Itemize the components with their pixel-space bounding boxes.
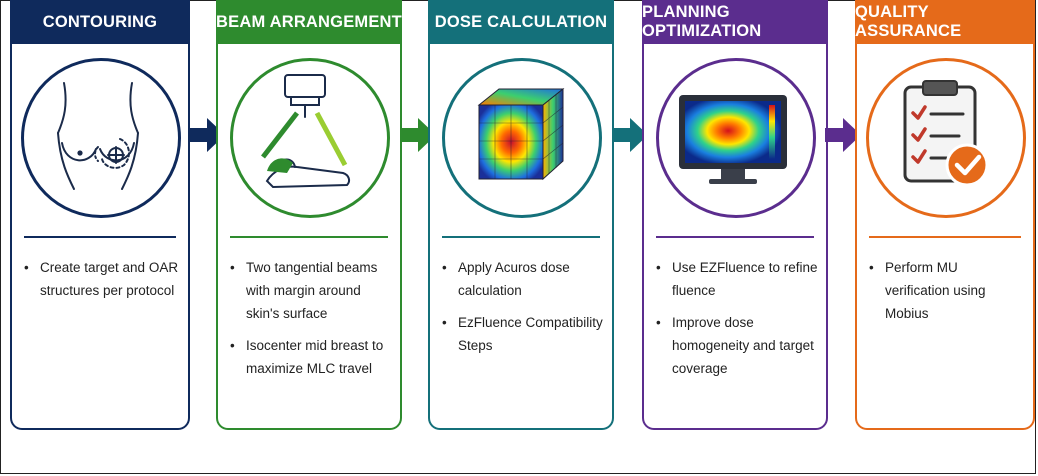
fluence-monitor-icon: [656, 58, 816, 218]
tangential-beams-icon: [230, 58, 390, 218]
step-card-planning-optimization: PLANNING OPTIMIZATION: [642, 0, 828, 430]
bullet-item: Use EZFluence to refine fluence: [654, 256, 818, 302]
step-divider: [656, 236, 814, 238]
dose-cube-icon: [442, 58, 602, 218]
step-title-quality-assurance: QUALITY ASSURANCE: [855, 0, 1035, 44]
arrow-right-icon: [825, 118, 861, 152]
step-title-beam-arrangement: BEAM ARRANGEMENT: [216, 0, 402, 44]
step-title-dose-calculation: DOSE CALCULATION: [428, 0, 614, 44]
bullet-item: Improve dose homogeneity and target cove…: [654, 311, 818, 380]
checklist-icon: [866, 58, 1026, 218]
step-title-planning-optimization: PLANNING OPTIMIZATION: [642, 0, 828, 44]
step-divider: [869, 236, 1021, 238]
step-card-quality-assurance: QUALITY ASSURANCE Perform MU verificatio…: [855, 0, 1035, 430]
breast-contour-icon: [21, 58, 181, 218]
step-bullets-beam-arrangement: Two tangential beams with margin around …: [228, 256, 392, 389]
step-card-dose-calculation: DOSE CALCULATION: [428, 0, 614, 430]
step-bullets-planning-optimization: Use EZFluence to refine fluence Improve …: [654, 256, 818, 389]
step-bullets-dose-calculation: Apply Acuros dose calculation EzFluence …: [440, 256, 604, 366]
step-divider: [442, 236, 600, 238]
step-card-contouring: CONTOURING Create target and OAR structu…: [10, 0, 190, 430]
bullet-item: Perform MU verification using Mobius: [867, 256, 1025, 325]
step-bullets-quality-assurance: Perform MU verification using Mobius: [867, 256, 1025, 334]
step-bullets-contouring: Create target and OAR structures per pro…: [22, 256, 180, 311]
step-title-contouring: CONTOURING: [10, 0, 190, 44]
bullet-item: EzFluence Compatibility Steps: [440, 311, 604, 357]
step-divider: [230, 236, 388, 238]
arrow-right-icon: [612, 118, 648, 152]
arrow-right-icon: [400, 118, 436, 152]
bullet-item: Create target and OAR structures per pro…: [22, 256, 180, 302]
bullet-item: Two tangential beams with margin around …: [228, 256, 392, 325]
bullet-item: Apply Acuros dose calculation: [440, 256, 604, 302]
bullet-item: Isocenter mid breast to maximize MLC tra…: [228, 334, 392, 380]
step-divider: [24, 236, 176, 238]
step-card-beam-arrangement: BEAM ARRANGEMENT Two tangential beams wi…: [216, 0, 402, 430]
